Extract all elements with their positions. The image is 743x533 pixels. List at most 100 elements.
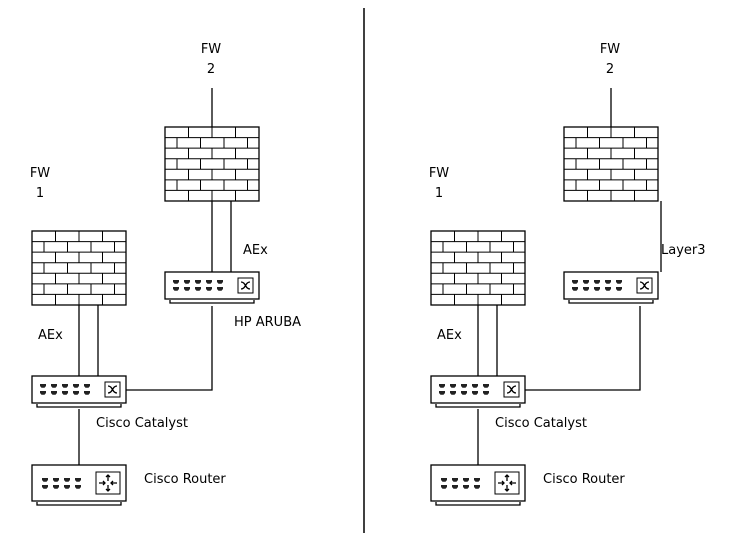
port-icon (463, 478, 469, 482)
switch-mid (563, 271, 659, 304)
port-icon (483, 384, 489, 388)
port-icon (64, 478, 70, 482)
catalyst-label: Cisco Catalyst (96, 416, 188, 431)
port-icon (73, 391, 79, 395)
port-icon (616, 287, 622, 291)
fw1-number: 1 (36, 186, 44, 201)
port-icon (605, 280, 611, 284)
fw1-number: 1 (435, 186, 443, 201)
port-icon (42, 485, 48, 489)
mid-to-catalyst-link (525, 306, 641, 391)
port-icon (40, 391, 46, 395)
firewall-fw2 (563, 126, 659, 202)
port-icon (206, 280, 212, 284)
switch-mid (164, 271, 260, 304)
router-icon (494, 471, 520, 495)
port-icon (173, 280, 179, 284)
firewall-fw2 (164, 126, 260, 202)
firewall-icon (164, 126, 260, 202)
port-icon (75, 485, 81, 489)
port-icon (583, 280, 589, 284)
port-icon (53, 485, 59, 489)
port-icon (75, 478, 81, 482)
port-icon (195, 287, 201, 291)
router-icon (95, 471, 121, 495)
port-icon (441, 485, 447, 489)
port-icon (206, 287, 212, 291)
port-icon (195, 280, 201, 284)
fw2-link-label: Layer3 (661, 243, 706, 258)
catalyst-label: Cisco Catalyst (495, 416, 587, 431)
switch-base (36, 404, 122, 408)
port-icon (84, 384, 90, 388)
port-icon (572, 287, 578, 291)
fw2-label: FW (600, 42, 620, 57)
port-icon (84, 391, 90, 395)
port-icon (51, 391, 57, 395)
router-label: Cisco Router (144, 472, 226, 487)
port-icon (42, 478, 48, 482)
router-base (435, 502, 521, 506)
port-icon (64, 485, 70, 489)
firewall-icon (31, 230, 127, 306)
port-icon (40, 384, 46, 388)
port-icon (439, 384, 445, 388)
router-label: Cisco Router (543, 472, 625, 487)
switch-base (169, 300, 255, 304)
port-icon (217, 280, 223, 284)
port-icon (452, 485, 458, 489)
port-icon (605, 287, 611, 291)
port-icon (62, 391, 68, 395)
firewall-icon (430, 230, 526, 306)
router-arrows-icon (99, 474, 117, 492)
port-icon (452, 478, 458, 482)
port-icon (594, 280, 600, 284)
port-icon (51, 384, 57, 388)
firewall-icon (563, 126, 659, 202)
switch-base (568, 300, 654, 304)
port-icon (472, 391, 478, 395)
port-icon (461, 384, 467, 388)
port-icon (62, 384, 68, 388)
port-icon (450, 384, 456, 388)
port-icon (439, 391, 445, 395)
switch-catalyst (430, 375, 526, 408)
fw1-link-label: AEx (437, 328, 462, 343)
port-icon (594, 287, 600, 291)
firewall-fw1 (430, 230, 526, 306)
port-icon (463, 485, 469, 489)
switch-mid-label: HP ARUBA (234, 315, 301, 330)
router-arrows-icon (498, 474, 516, 492)
crossed-arrows-icon (240, 281, 251, 290)
router-cisco (430, 464, 526, 506)
port-icon (616, 280, 622, 284)
crossed-arrows-icon (639, 281, 650, 290)
port-icon (474, 485, 480, 489)
router-cisco (31, 464, 127, 506)
switch-base (435, 404, 521, 408)
port-icon (184, 280, 190, 284)
port-icon (461, 391, 467, 395)
fw1-link-label: AEx (38, 328, 63, 343)
port-icon (450, 391, 456, 395)
fw2-label: FW (201, 42, 221, 57)
fw2-number: 2 (207, 62, 215, 77)
mid-to-catalyst-link (126, 306, 213, 391)
router-base (36, 502, 122, 506)
crossed-arrows-icon (506, 385, 517, 394)
fw1-label: FW (30, 166, 50, 181)
fw2-number: 2 (606, 62, 614, 77)
port-icon (474, 478, 480, 482)
port-icon (173, 287, 179, 291)
crossed-arrows-icon (107, 385, 118, 394)
port-icon (53, 478, 59, 482)
port-icon (583, 287, 589, 291)
port-icon (73, 384, 79, 388)
fw2-link-label: AEx (243, 243, 268, 258)
fw1-label: FW (429, 166, 449, 181)
firewall-fw1 (31, 230, 127, 306)
port-icon (441, 478, 447, 482)
